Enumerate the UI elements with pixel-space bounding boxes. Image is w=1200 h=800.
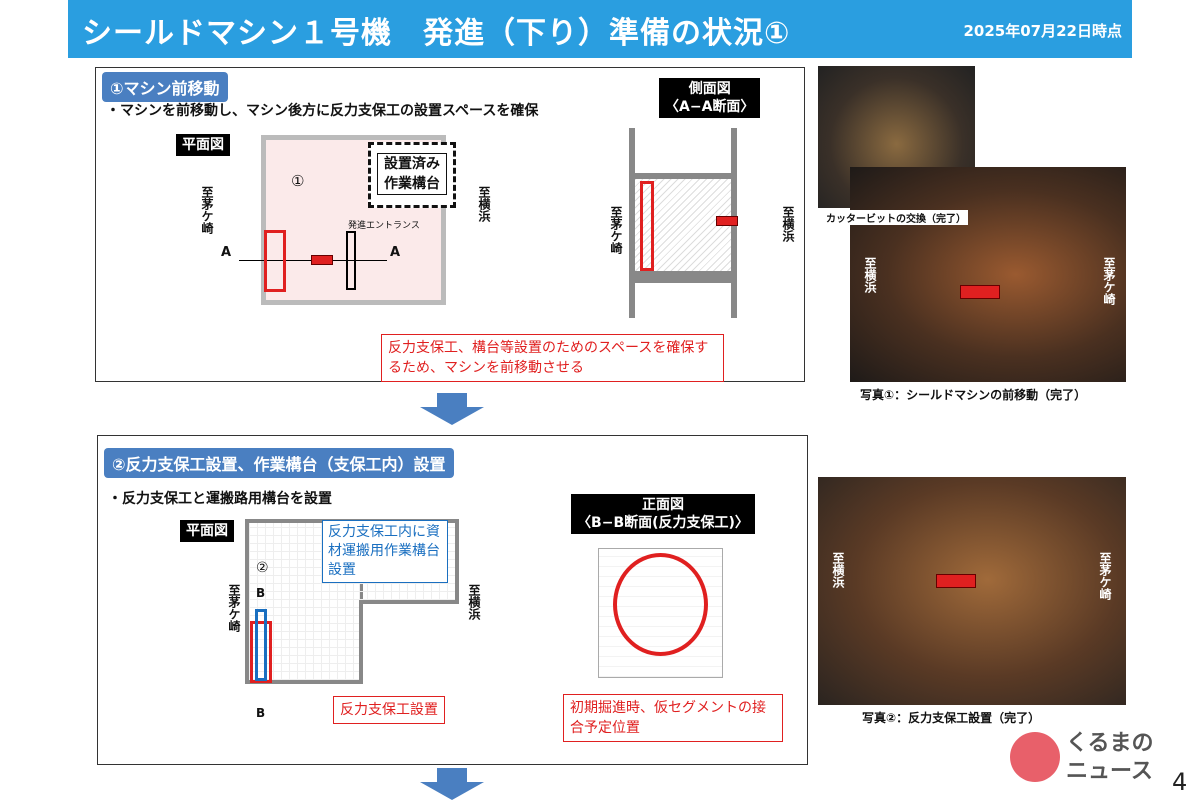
date-stamp: 2025年07月22日時点 <box>963 22 1123 40</box>
reaction-support-box <box>250 621 272 683</box>
to-yokohama: 至横浜 <box>477 186 491 222</box>
to-chigasaki: 至茅ケ崎 <box>200 186 214 234</box>
page-number: 4 <box>1172 768 1188 796</box>
page-title: シールドマシン１号機 発進（下り）準備の状況① <box>82 16 791 51</box>
section-b-top: B <box>256 586 266 600</box>
step2-bullet: ・反力支保工と運搬路用構台を設置 <box>108 491 332 507</box>
blue-callout: 反力支保工内に資材運搬用作業構台設置 <box>322 520 448 583</box>
entrance-box <box>346 231 356 290</box>
section-a-right: A <box>390 245 401 260</box>
forward-arrow-icon <box>311 255 333 265</box>
plan2-drawing <box>245 519 363 684</box>
side-to-chigasaki: 至茅ケ崎 <box>609 206 623 254</box>
front-view-label: 正面図〈B−B断面(反力支保工)〉 <box>571 494 755 534</box>
flow-arrow-icon-2 <box>437 768 467 782</box>
reaction-space-box <box>264 230 286 292</box>
backward-arrow-icon-2 <box>936 574 976 588</box>
section-a-left: A <box>221 245 232 260</box>
side-to-yokohama: 至横浜 <box>781 206 795 242</box>
marker-2: ② <box>256 560 269 576</box>
step1-tag: ①マシン前移動 <box>102 72 228 102</box>
photo-machine-forward: 至横浜 至茅ケ崎 <box>850 167 1126 382</box>
step2-tag: ②反力支保工設置、作業構台（支保工内）設置 <box>104 448 454 478</box>
side-view-label: 側面図〈A−A断面〉 <box>659 78 761 118</box>
step1-callout: 反力支保工、構台等設置のためのスペースを確保するため、マシンを前移動させる <box>381 334 724 382</box>
photo0-caption: カッタービットの交換（完了） <box>824 210 968 225</box>
photo2-caption: 写真②：反力支保工設置（完了） <box>862 711 1041 725</box>
red-callout: 反力支保工設置 <box>333 696 445 724</box>
title-banner: シールドマシン１号機 発進（下り）準備の状況① 2025年07月22日時点 <box>68 0 1132 58</box>
backward-arrow-icon <box>960 285 1000 299</box>
platform-box <box>255 609 267 681</box>
ring-callout: 初期掘進時、仮セグメントの接合予定位置 <box>563 694 783 742</box>
logo-mark <box>1010 732 1060 782</box>
entrance-label: 発進エントランス <box>348 221 420 231</box>
flow-arrow-icon <box>437 393 467 407</box>
side-reaction-box <box>640 181 654 271</box>
plan2-label: 平面図 <box>180 520 234 542</box>
section-b-bottom: B <box>256 706 266 720</box>
installed-platform: 設置済み 作業構台 <box>368 142 456 208</box>
to-chigasaki-2: 至茅ケ崎 <box>227 584 241 632</box>
step1-panel: ①マシン前移動 ・マシンを前移動し、マシン後方に反力支保工の設置スペースを確保 … <box>95 67 805 382</box>
marker-1: ① <box>291 172 305 190</box>
step2-panel: ②反力支保工設置、作業構台（支保工内）設置 ・反力支保工と運搬路用構台を設置 平… <box>97 435 808 765</box>
logo-text: くるまのニュース <box>1066 731 1154 784</box>
plan-label: 平面図 <box>176 134 230 156</box>
photo-reaction-support: 至横浜 至茅ケ崎 <box>818 477 1126 705</box>
step1-bullet: ・マシンを前移動し、マシン後方に反力支保工の設置スペースを確保 <box>106 103 539 119</box>
photo1-caption: 写真①：シールドマシンの前移動（完了） <box>860 388 1087 402</box>
side-forward-arrow-icon <box>716 216 738 226</box>
segment-ring <box>613 553 708 656</box>
to-yokohama-2: 至横浜 <box>467 584 481 620</box>
